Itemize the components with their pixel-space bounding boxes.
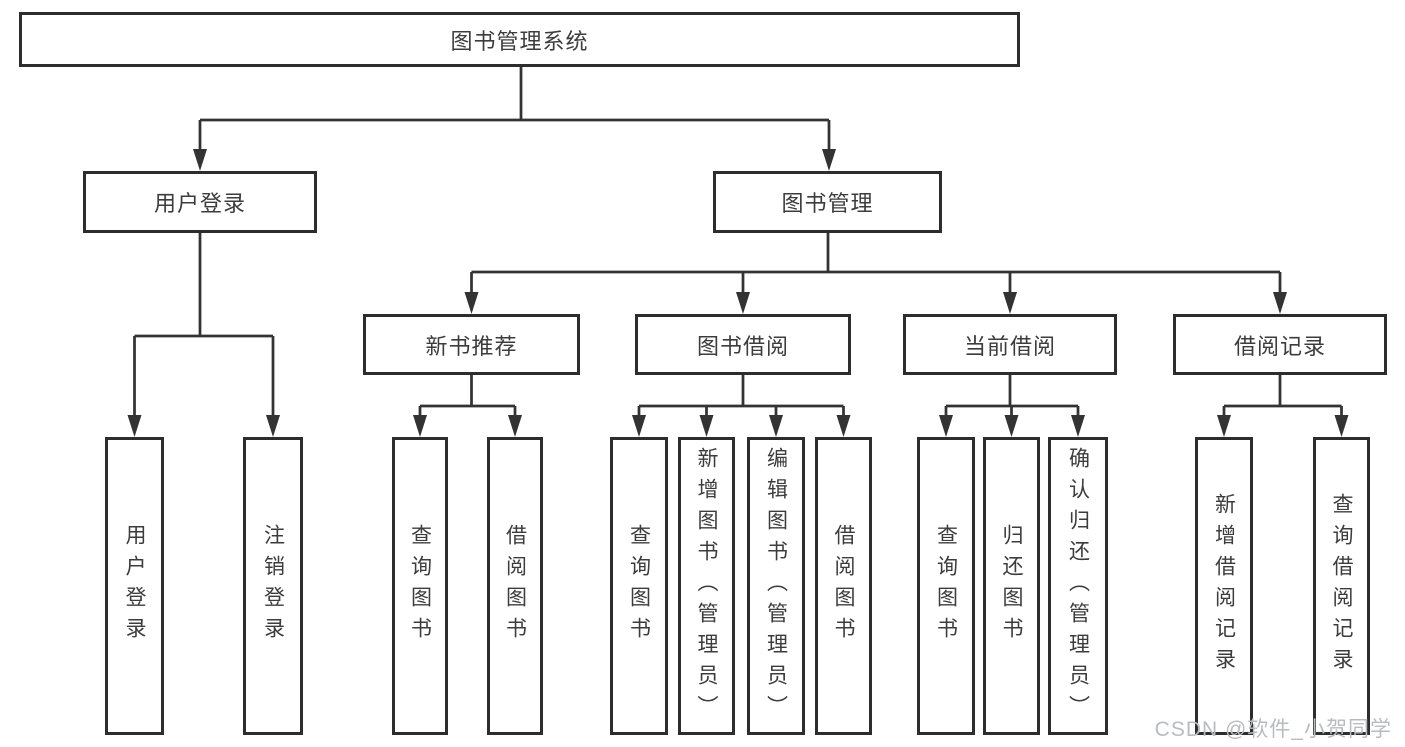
leaf-add-borrow-record: 新增借阅记录: [1195, 437, 1253, 735]
node-new-book-recommend: 新书推荐: [363, 314, 580, 375]
csdn-watermark: CSDN @软件_小贺同学: [1154, 718, 1392, 741]
leaf-return-book: 归还图书: [983, 437, 1040, 735]
node-library-system: 图书管理系统: [19, 12, 1020, 67]
leaf-query-borrow-record: 查询借阅记录: [1313, 437, 1370, 735]
leaf-borrow-books: 借阅图书: [487, 437, 543, 735]
leaf-query-books: 查询图书: [917, 437, 975, 735]
node-borrow-records: 借阅记录: [1173, 314, 1387, 375]
node-current-borrowing: 当前借阅: [903, 314, 1117, 375]
leaf-query-books: 查询图书: [392, 437, 448, 735]
leaf-query-books: 查询图书: [610, 437, 668, 735]
leaf-logout-login: 注销登录: [243, 437, 303, 735]
node-book-borrowing: 图书借阅: [635, 314, 851, 375]
leaf-add-book-admin: 新增图书（管理员）: [678, 437, 735, 735]
leaf-confirm-return-admin: 确认归还（管理员）: [1048, 437, 1108, 735]
node-book-management: 图书管理: [713, 171, 942, 233]
node-user-login: 用户登录: [83, 171, 317, 233]
leaf-user-login: 用户登录: [105, 437, 164, 735]
leaf-edit-book-admin: 编辑图书（管理员）: [747, 437, 805, 735]
leaf-borrow-books: 借阅图书: [815, 437, 872, 735]
arrowheads: [127, 149, 1349, 437]
